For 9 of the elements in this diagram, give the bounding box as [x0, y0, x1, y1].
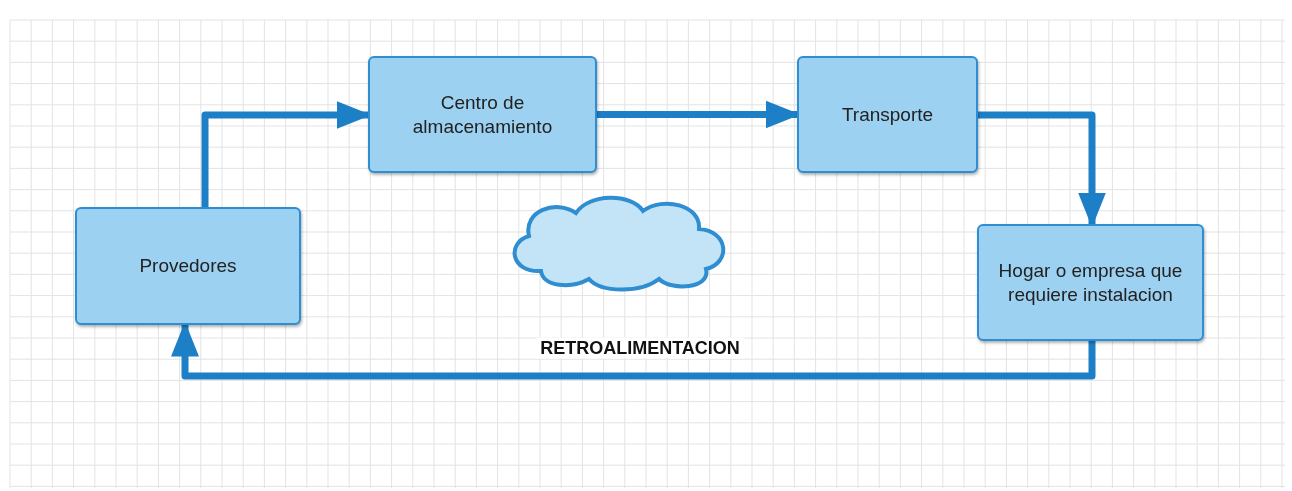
process-box	[75, 207, 301, 325]
process-box	[977, 224, 1204, 341]
node-label: Transporte	[840, 102, 935, 127]
process-box	[797, 56, 978, 173]
edge-label: RETROALIMENTACION	[536, 337, 744, 359]
node-label: Provedores	[138, 254, 238, 278]
node-label: Centro de almacenamiento	[411, 90, 554, 139]
node-label: Hogar o empresa que requiere instalacion	[997, 258, 1184, 307]
process-box	[368, 56, 597, 173]
